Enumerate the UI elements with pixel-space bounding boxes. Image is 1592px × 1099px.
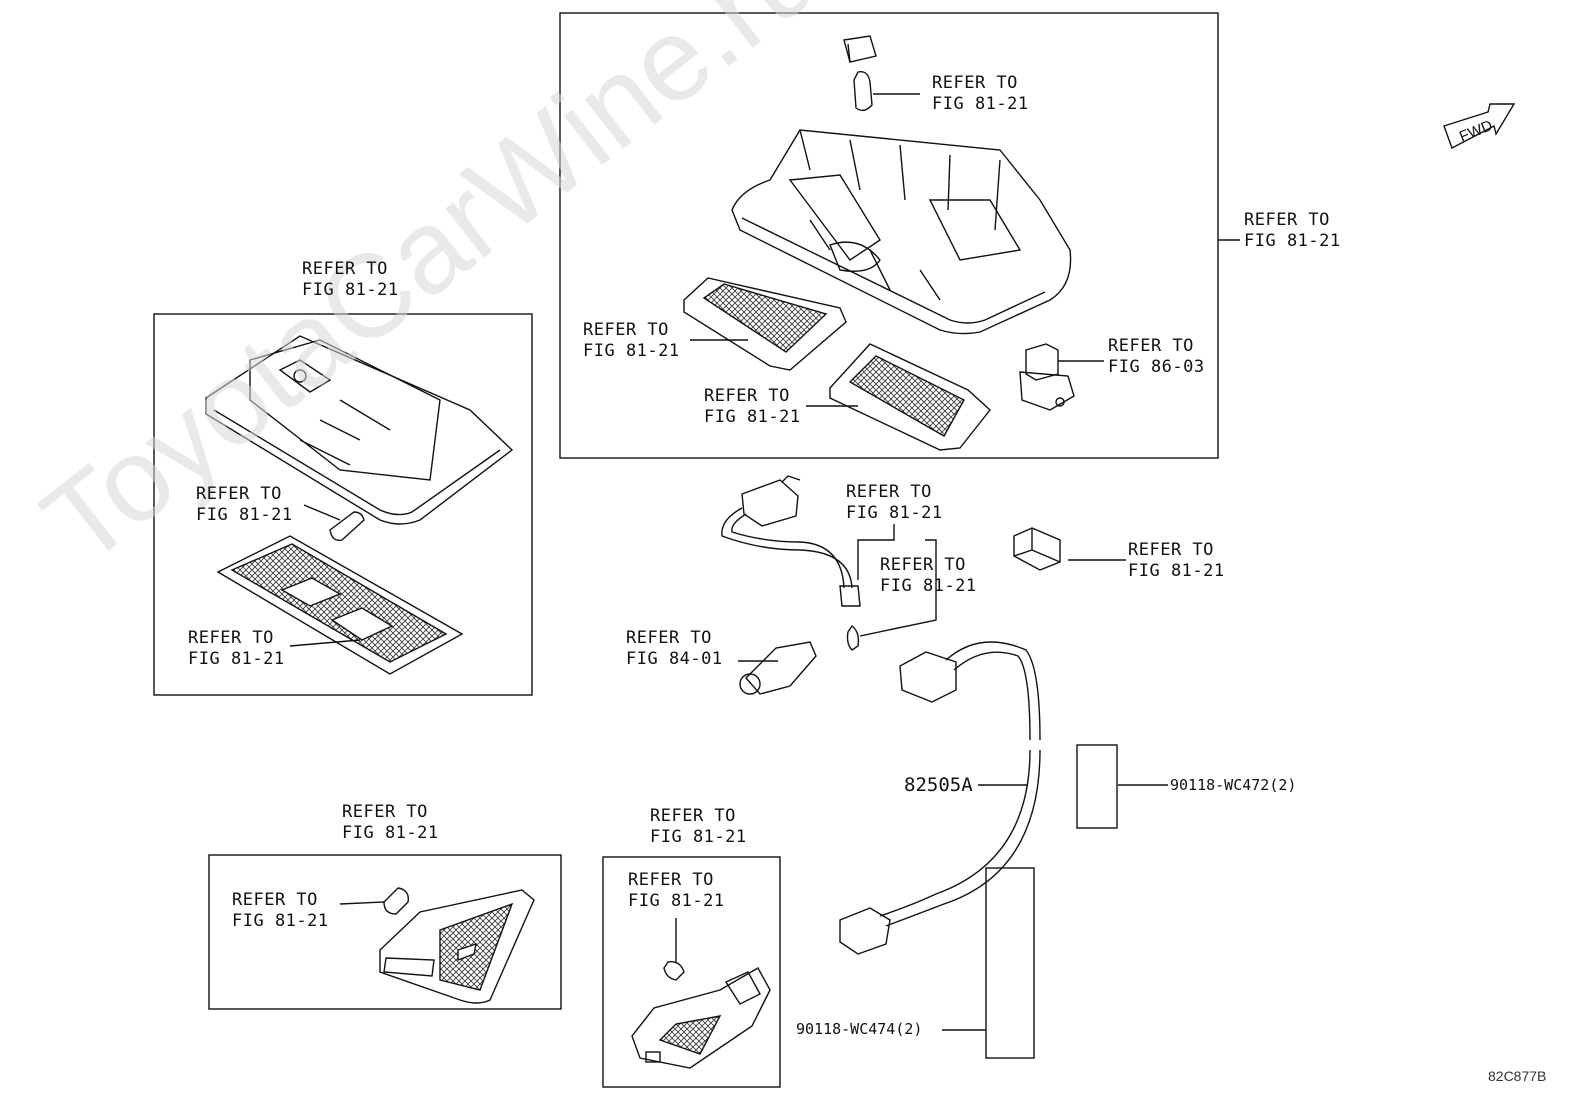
callout-line-1: REFER TO [302, 259, 388, 279]
callout-line-2: FIG 86-03 [1108, 357, 1205, 377]
part-number-tape-small: 90118-WC472(2) [1170, 776, 1297, 794]
leader-line [857, 524, 895, 580]
top-group-frame [559, 12, 1219, 459]
fwd-arrow-icon [1443, 103, 1516, 149]
courtesy-bulb-icon [383, 887, 409, 915]
callout-line-1: REFER TO [1128, 540, 1214, 560]
callout-line-2: FIG 81-21 [583, 341, 680, 361]
callout-line-2: FIG 81-21 [342, 823, 439, 843]
callout-line-2: FIG 81-21 [650, 827, 747, 847]
callout-line-1: REFER TO [880, 555, 966, 575]
vanity-bulb-icon [663, 961, 685, 981]
callout-line-1: REFER TO [196, 484, 282, 504]
callout-line-1: REFER TO [704, 386, 790, 406]
callout-line-2: FIG 81-21 [880, 576, 977, 596]
dome-lamp-housing-icon [205, 335, 514, 525]
bottom-mid-group-frame [602, 856, 781, 1088]
leader-line [859, 539, 937, 637]
callout-line-1: REFER TO [932, 73, 1018, 93]
callout-line-1: REFER TO [650, 806, 736, 826]
callout-line-1: REFER TO [846, 482, 932, 502]
callout-line-1: REFER TO [1244, 210, 1330, 230]
map-lamp-housing-icon [731, 129, 1072, 335]
callout-line-2: FIG 81-21 [1244, 231, 1341, 251]
top-bulb-icon [853, 71, 873, 112]
left-group-frame [153, 313, 533, 696]
callout-line-2: FIG 81-21 [302, 280, 399, 300]
callout-line-2: FIG 84-01 [626, 649, 723, 669]
courtesy-lamp-icon [379, 889, 535, 1004]
callout-line-2: FIG 81-21 [1128, 561, 1225, 581]
map-lamp-lens-right-icon [829, 343, 991, 451]
leader-line [303, 504, 341, 521]
tape-small-icon [1076, 744, 1118, 829]
callout-line-1: REFER TO [188, 628, 274, 648]
callout-line-2: FIG 81-21 [704, 407, 801, 427]
part-number-wire: 82505A [904, 774, 973, 796]
connector-icon [1013, 527, 1061, 571]
callout-line-1: REFER TO [583, 320, 669, 340]
wedge-bulb-icon [846, 624, 860, 651]
tape-large-icon [985, 867, 1035, 1059]
callout-line-1: REFER TO [1108, 336, 1194, 356]
socket-wire-icon [721, 475, 861, 607]
top-bulb-cap-icon [843, 35, 877, 63]
vanity-lamp-icon [631, 967, 771, 1069]
callout-line-2: FIG 81-21 [232, 911, 329, 931]
callout-line-2: FIG 81-21 [196, 505, 293, 525]
switch-icon [1019, 343, 1075, 411]
callout-line-2: FIG 81-21 [628, 891, 725, 911]
callout-line-1: REFER TO [626, 628, 712, 648]
image-id: 82C877B [1488, 1068, 1547, 1084]
callout-line-2: FIG 81-21 [188, 649, 285, 669]
dome-lens-icon [216, 535, 464, 675]
callout-line-1: REFER TO [232, 890, 318, 910]
leader-line [289, 639, 361, 647]
callout-line-2: FIG 81-21 [846, 503, 943, 523]
wire-harness-icon [839, 641, 1041, 955]
map-lamp-lens-left-icon [683, 277, 847, 371]
callout-line-1: REFER TO [342, 802, 428, 822]
callout-line-2: FIG 81-21 [932, 94, 1029, 114]
door-switch-icon [739, 641, 817, 695]
callout-line-1: REFER TO [628, 870, 714, 890]
leader-line [339, 901, 385, 905]
part-number-tape-large: 90118-WC474(2) [796, 1020, 923, 1038]
dome-bulb-icon [329, 511, 365, 541]
bottom-left-group-frame [208, 854, 562, 1010]
